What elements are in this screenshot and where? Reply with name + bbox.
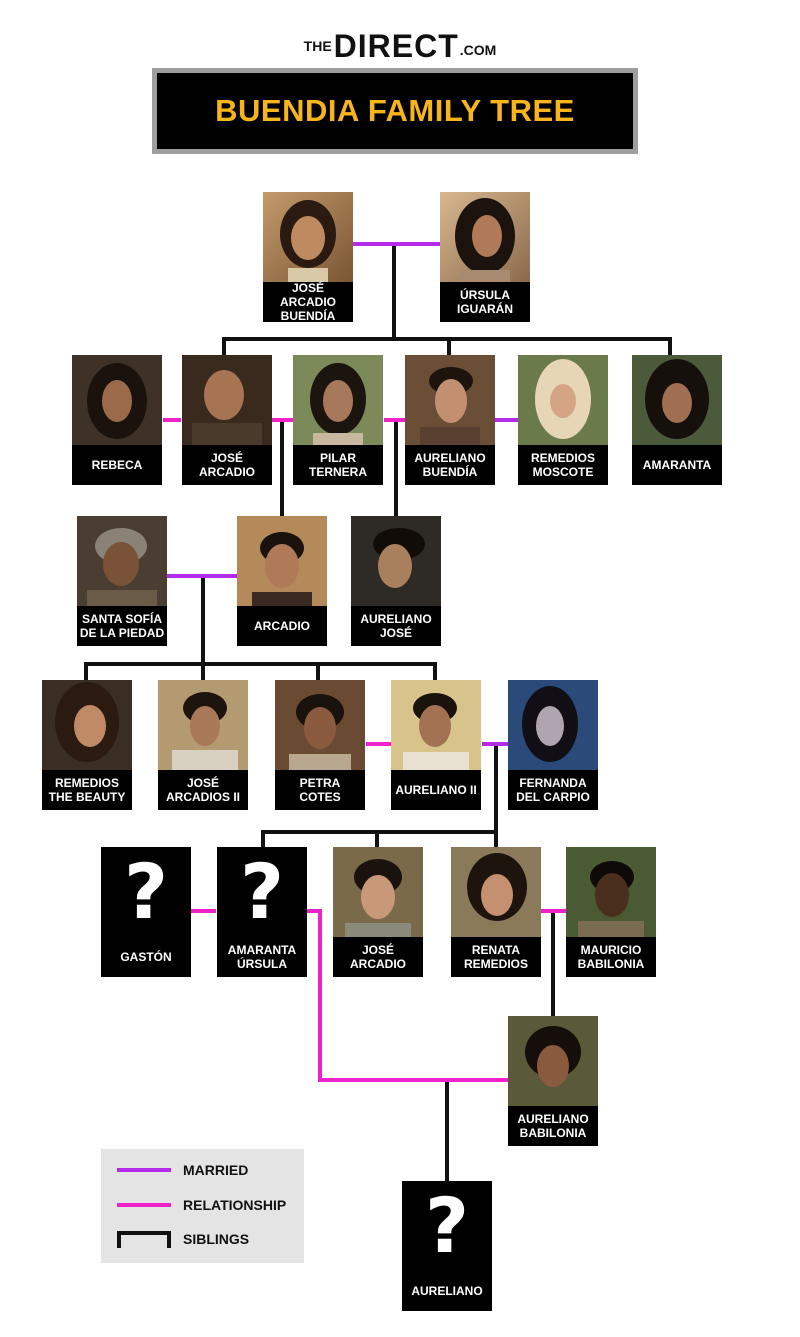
question-mark-icon: ?: [123, 847, 169, 936]
portrait-photo: [158, 680, 248, 770]
legend-married: MARRIED: [117, 1160, 248, 1180]
legend-label: SIBLINGS: [183, 1231, 250, 1247]
question-mark-icon: ?: [424, 1181, 470, 1270]
legend-label: RELATIONSHIP: [183, 1197, 287, 1213]
legend-relationship: RELATIONSHIP: [117, 1195, 286, 1215]
title-banner: BUENDIA FAMILY TREE: [152, 68, 638, 154]
portrait-photo: [508, 680, 598, 770]
site-logo: THE DIRECT .COM: [300, 28, 500, 64]
unknown-photo: ?: [101, 847, 191, 937]
portrait-photo: [508, 1016, 598, 1106]
portrait-photo: [451, 847, 541, 937]
portrait-photo: [518, 355, 608, 445]
person-card-gaston: ? GASTÓN: [101, 847, 191, 977]
person-card-rebeca: REBECA: [72, 355, 162, 485]
portrait-photo: [405, 355, 495, 445]
relationship-line: [307, 909, 508, 1082]
portrait-photo: [72, 355, 162, 445]
portrait-photo: [391, 680, 481, 770]
question-mark-icon: ?: [239, 847, 285, 936]
unknown-photo: ?: [217, 847, 307, 937]
married-swatch-icon: [117, 1168, 171, 1172]
siblings-bracket-icon: [117, 1231, 171, 1248]
person-name: AURELIANO: [411, 1284, 483, 1298]
person-name: REBECA: [91, 458, 143, 472]
portrait-photo: [632, 355, 722, 445]
portrait-photo: [440, 192, 530, 282]
portrait-photo: [237, 516, 327, 606]
portrait-photo: [293, 355, 383, 445]
portrait-photo: [351, 516, 441, 606]
logo-main: DIRECT: [333, 27, 459, 64]
portrait-photo: [182, 355, 272, 445]
legend-label: MARRIED: [183, 1162, 249, 1178]
portrait-photo: [333, 847, 423, 937]
person-name: GASTÓN: [120, 950, 172, 964]
person-name: AURELIANO II: [395, 783, 477, 797]
person-card-aureliano-ii: AURELIANO II: [391, 680, 481, 810]
portrait-photo: [263, 192, 353, 282]
relationship-swatch-icon: [117, 1203, 171, 1207]
logo-prefix: THE: [303, 38, 332, 54]
person-name: AMARANTA: [642, 458, 712, 472]
legend-siblings: SIBLINGS: [117, 1229, 249, 1249]
portrait-photo: [42, 680, 132, 770]
portrait-photo: [275, 680, 365, 770]
page-title: BUENDIA FAMILY TREE: [215, 93, 575, 128]
portrait-photo: [77, 516, 167, 606]
person-card-arcadio: ARCADIO: [237, 516, 327, 646]
person-card-aureliano: ? AURELIANO: [402, 1181, 492, 1311]
logo-suffix: .COM: [459, 42, 497, 58]
portrait-photo: [566, 847, 656, 937]
person-card-amaranta: AMARANTA: [632, 355, 722, 485]
unknown-photo: ?: [402, 1181, 492, 1271]
legend: MARRIED RELATIONSHIP SIBLINGS: [101, 1149, 304, 1263]
person-name: ARCADIO: [254, 619, 310, 633]
